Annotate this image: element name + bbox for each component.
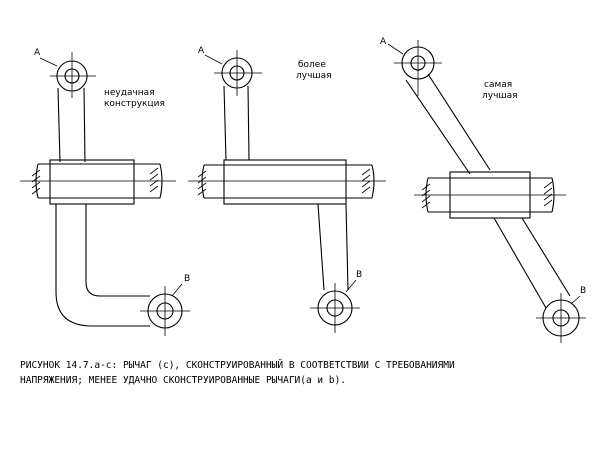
lever-c-shaft [428, 177, 552, 213]
lever-a-leader-B [171, 283, 183, 297]
lever-b-top-centerlines [214, 50, 262, 96]
lever-b-caption-line2: лучшая [296, 71, 332, 81]
figure-caption-line2: НАПРЯЖЕНИЯ; МЕНЕЕ УДАЧНО СКОНСТРУИРОВАНН… [20, 375, 346, 386]
lever-a-lower-arm-outer [55, 204, 150, 327]
lever-c-label-A: A [380, 37, 387, 47]
lever-a-shaft-hatch-left [31, 169, 41, 195]
lever-a-hub [49, 159, 135, 205]
lever-b-leader-B [345, 279, 357, 293]
lever-c-bottom-centerlines [536, 293, 586, 343]
lever-a-label-B: B [184, 274, 190, 284]
lever-c-shaft-hatch-right [543, 181, 553, 207]
lever-b-caption-line1: более [298, 60, 326, 70]
lever-c-caption-line1: самая [484, 80, 512, 90]
lever-a-shaft-hatch-right [149, 167, 159, 193]
lever-b-shaft-hatch-right [361, 168, 371, 194]
lever-c-upper-arm [405, 73, 491, 175]
lever-c-caption-line2: лучшая [482, 91, 518, 101]
lever-a-caption-line1: неудачная [104, 88, 155, 98]
lever-a-label-A: A [34, 48, 41, 58]
lever-b-label-A: A [198, 46, 205, 56]
lever-c-leader-A [387, 43, 404, 55]
lever-b-bottom-centerlines [310, 283, 360, 333]
lever-a-upper-arm [57, 87, 86, 163]
lever-c-hub [449, 171, 531, 219]
lever-c-label-B: B [580, 286, 586, 296]
lever-b-lower-arm [317, 203, 349, 291]
lever-b: A B более лучшая [188, 46, 386, 333]
lever-c-top-centerlines [394, 40, 442, 96]
lever-b-shaft-hatch-left [197, 170, 207, 196]
lever-a-shaft [38, 163, 160, 199]
lever-b-shaft-left-end [201, 164, 205, 199]
lever-b-leader-A [204, 54, 223, 65]
lever-a-lower-arm-inner [85, 204, 150, 297]
lever-b-upper-arm [223, 85, 250, 161]
figure-caption-line1: РИСУНОК 14.7.а-с: РЫЧАГ (с), СКОНСТРУИРО… [20, 359, 455, 371]
lever-c-leader-B [570, 295, 581, 305]
lever-b-shaft-right-end [371, 164, 375, 199]
lever-b-label-B: B [356, 270, 362, 280]
lever-a-caption-line2: конструкция [104, 99, 165, 109]
lever-b-shaft [204, 164, 372, 199]
lever-c: A B самая лучшая [380, 37, 586, 343]
lever-c-lower-arm [493, 217, 571, 309]
lever-a: A B неудачная конструкция [20, 48, 190, 336]
lever-c-shaft-hatch-left [421, 183, 431, 209]
lever-b-hub [223, 159, 347, 205]
lever-a-bottom-centerlines [140, 286, 190, 336]
lever-a-top-centerlines [50, 52, 96, 98]
lever-a-leader-A [39, 57, 58, 67]
